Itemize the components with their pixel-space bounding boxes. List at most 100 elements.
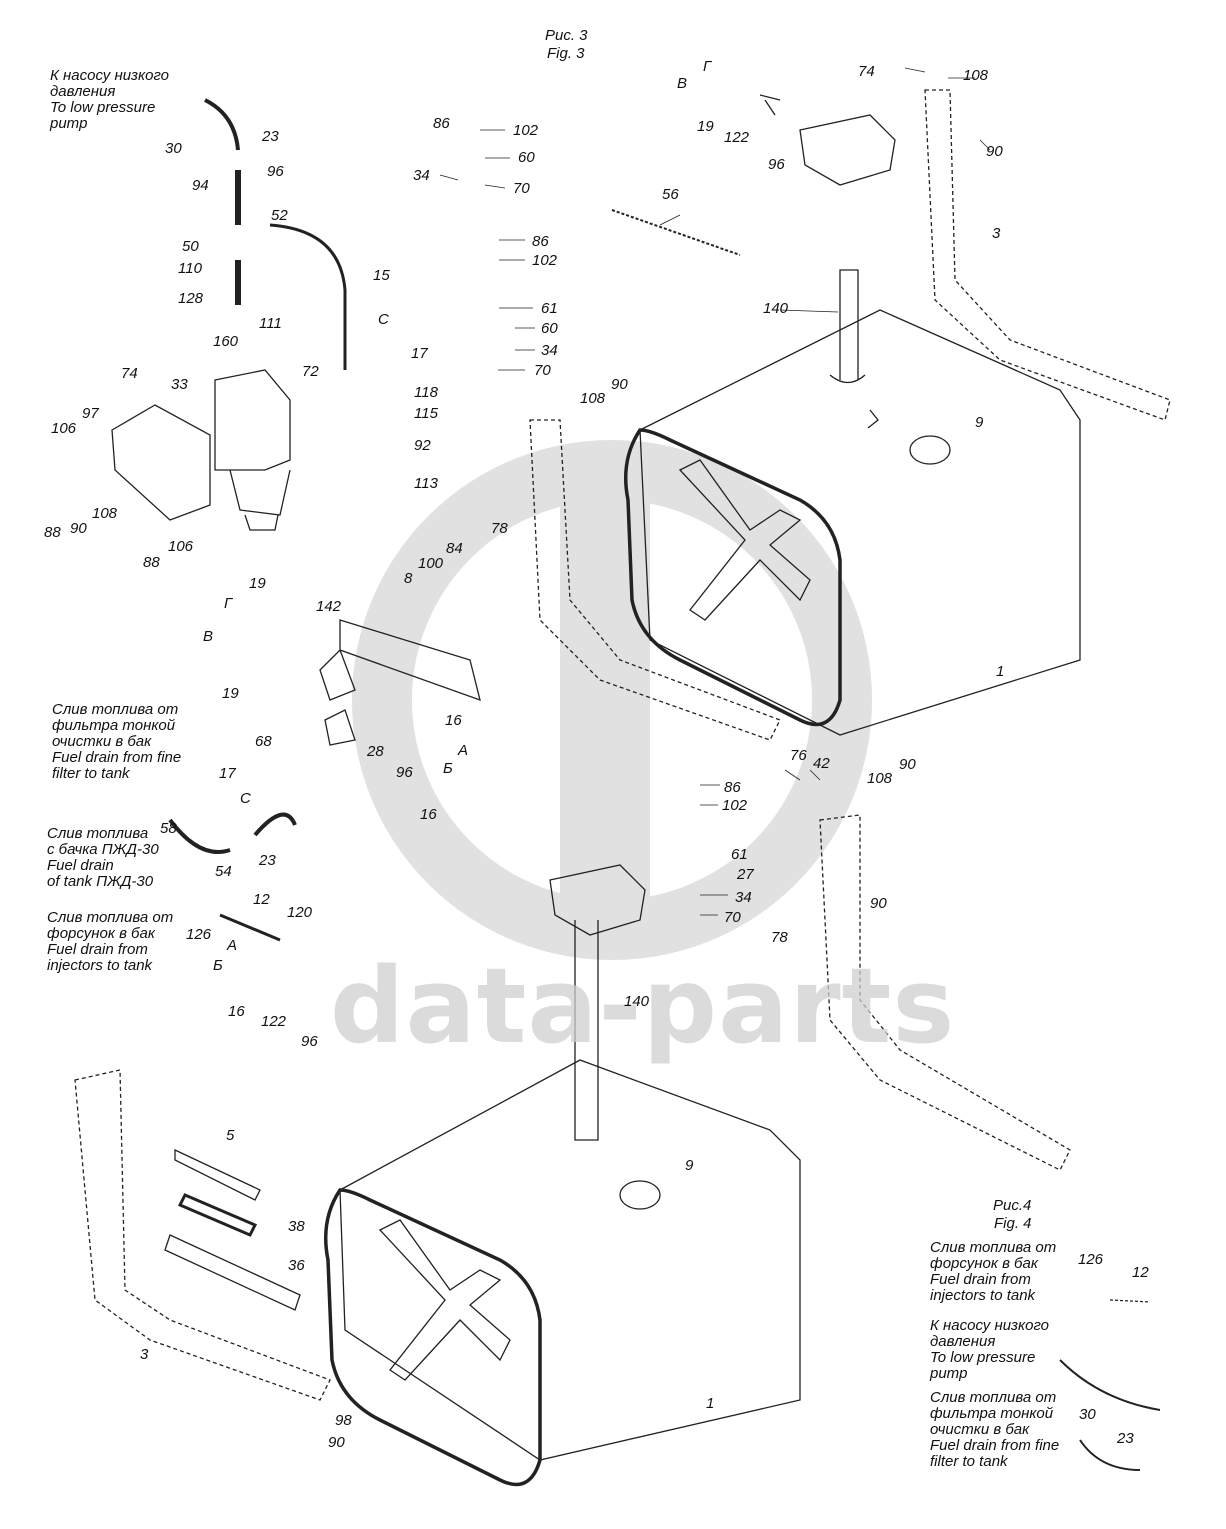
upper-bracket-3: [924, 89, 1171, 421]
callout-label: 98: [335, 1412, 352, 1429]
callout-label: 86: [724, 779, 741, 796]
filter-bracket-33: [111, 404, 211, 521]
callout-label: 96: [396, 764, 413, 781]
callout-label: В: [677, 75, 688, 92]
callout-label: 90: [611, 376, 628, 393]
callout-label: 120: [287, 904, 313, 921]
callout-label: 108: [580, 390, 606, 407]
callout-label: 78: [491, 520, 508, 537]
callout-label: 108: [963, 67, 989, 84]
callout-label: 92: [414, 437, 431, 454]
callout-label: 23: [1117, 1430, 1134, 1447]
callout-label: 56: [662, 186, 679, 203]
watermark-logo: [352, 440, 872, 960]
callout-label: 42: [813, 755, 830, 772]
callout-label: 60: [541, 320, 558, 337]
callout-label: 74: [121, 365, 138, 382]
callout-label: 142: [316, 598, 342, 615]
lower-right-bracket: [819, 814, 1071, 1171]
callout-label: 33: [171, 376, 188, 393]
callout-label: 61: [731, 846, 748, 863]
fig4-annotation-fine-filter: Слив топлива от фильтра тонкой очистки в…: [930, 1389, 1060, 1470]
callout-label: 90: [870, 895, 887, 912]
callout-label: 78: [771, 929, 788, 946]
callout-label: 90: [899, 756, 916, 773]
callout-label: 68: [255, 733, 272, 750]
callout-label: 102: [532, 252, 558, 269]
callout-label: 38: [288, 1218, 305, 1235]
figure-4-title-ru: Рис.4: [993, 1197, 1032, 1214]
callout-label: 113: [414, 475, 438, 492]
callout-label: 97: [82, 405, 99, 422]
callout-label: 102: [722, 797, 748, 814]
callout-label: 50: [182, 238, 199, 255]
callout-label: 74: [858, 63, 875, 80]
callout-label: 34: [735, 889, 752, 906]
figure-4-title-en: Fig. 4: [994, 1215, 1032, 1232]
callout-label: 90: [70, 520, 87, 537]
callout-label: 90: [328, 1434, 345, 1451]
callout-label: 36: [288, 1257, 305, 1274]
callout-label: Б: [213, 957, 223, 974]
callout-label: 8: [404, 570, 413, 587]
callout-label: 140: [763, 300, 789, 317]
callout-label: 118: [414, 384, 438, 401]
upper-tank: [624, 269, 1081, 736]
callout-label: 19: [249, 575, 266, 592]
callout-label: 128: [178, 290, 204, 307]
fig4-annotation-injectors: Слив топлива от форсунок в бак Fuel drai…: [930, 1239, 1057, 1304]
callout-label: 122: [261, 1013, 287, 1030]
annotation-pzhd-drain: Слив топлива с бачка ПЖД-30 Fuel drain o…: [47, 825, 159, 890]
callout-label: 3: [992, 225, 1001, 242]
callout-label: 140: [624, 993, 650, 1010]
callout-label: 96: [267, 163, 284, 180]
callout-label: 84: [446, 540, 463, 557]
callout-label: 19: [697, 118, 714, 135]
callout-label: 106: [168, 538, 194, 555]
annotation-injectors-drain: Слив топлива от форсунок в бак Fuel drai…: [47, 909, 174, 974]
callout-label: 9: [975, 414, 984, 431]
callout-label: 86: [532, 233, 549, 250]
callout-label: 3: [140, 1346, 149, 1363]
callout-label: 110: [178, 260, 202, 277]
callout-label: В: [203, 628, 214, 645]
callout-label: Б: [443, 760, 453, 777]
watermark-text: data-parts: [330, 945, 956, 1067]
callout-label: 108: [92, 505, 118, 522]
callout-label: 126: [186, 926, 212, 943]
callout-label: 17: [411, 345, 428, 362]
callout-label: 1: [706, 1395, 715, 1412]
upper-sender-unit: [611, 94, 896, 256]
callout-label: 12: [1132, 1264, 1149, 1281]
callout-label: 88: [44, 524, 61, 541]
callout-label: 108: [867, 770, 893, 787]
callout-label: 160: [213, 333, 239, 350]
callout-label: 115: [414, 405, 438, 422]
callout-label: 106: [51, 420, 77, 437]
callout-label: 88: [143, 554, 160, 571]
callout-label: 23: [259, 852, 276, 869]
callout-label: 100: [418, 555, 444, 572]
callout-label: 70: [534, 362, 551, 379]
figure-3-title-en: Fig. 3: [547, 45, 585, 62]
callout-label: 19: [222, 685, 239, 702]
callout-label: 96: [301, 1033, 318, 1050]
callout-label: 122: [724, 129, 750, 146]
callout-label: 12: [253, 891, 270, 908]
fig4-annotation-low-pressure-pump: К насосу низкого давления To low pressur…: [930, 1317, 1050, 1382]
callout-label: 27: [737, 866, 754, 883]
callout-label: 70: [724, 909, 741, 926]
callout-label: 61: [541, 300, 558, 317]
callout-label: 28: [367, 743, 384, 760]
callout-label: 86: [433, 115, 450, 132]
callout-label: 5: [226, 1127, 235, 1144]
callout-label: А: [458, 742, 469, 759]
callout-label: 72: [302, 363, 319, 380]
callout-label: 102: [513, 122, 539, 139]
callout-label: 60: [518, 149, 535, 166]
callout-label: 111: [259, 315, 282, 332]
callout-label: А: [227, 937, 238, 954]
callout-label: 9: [685, 1157, 694, 1174]
callout-label: Г: [703, 58, 712, 75]
callout-label: 30: [165, 140, 182, 157]
